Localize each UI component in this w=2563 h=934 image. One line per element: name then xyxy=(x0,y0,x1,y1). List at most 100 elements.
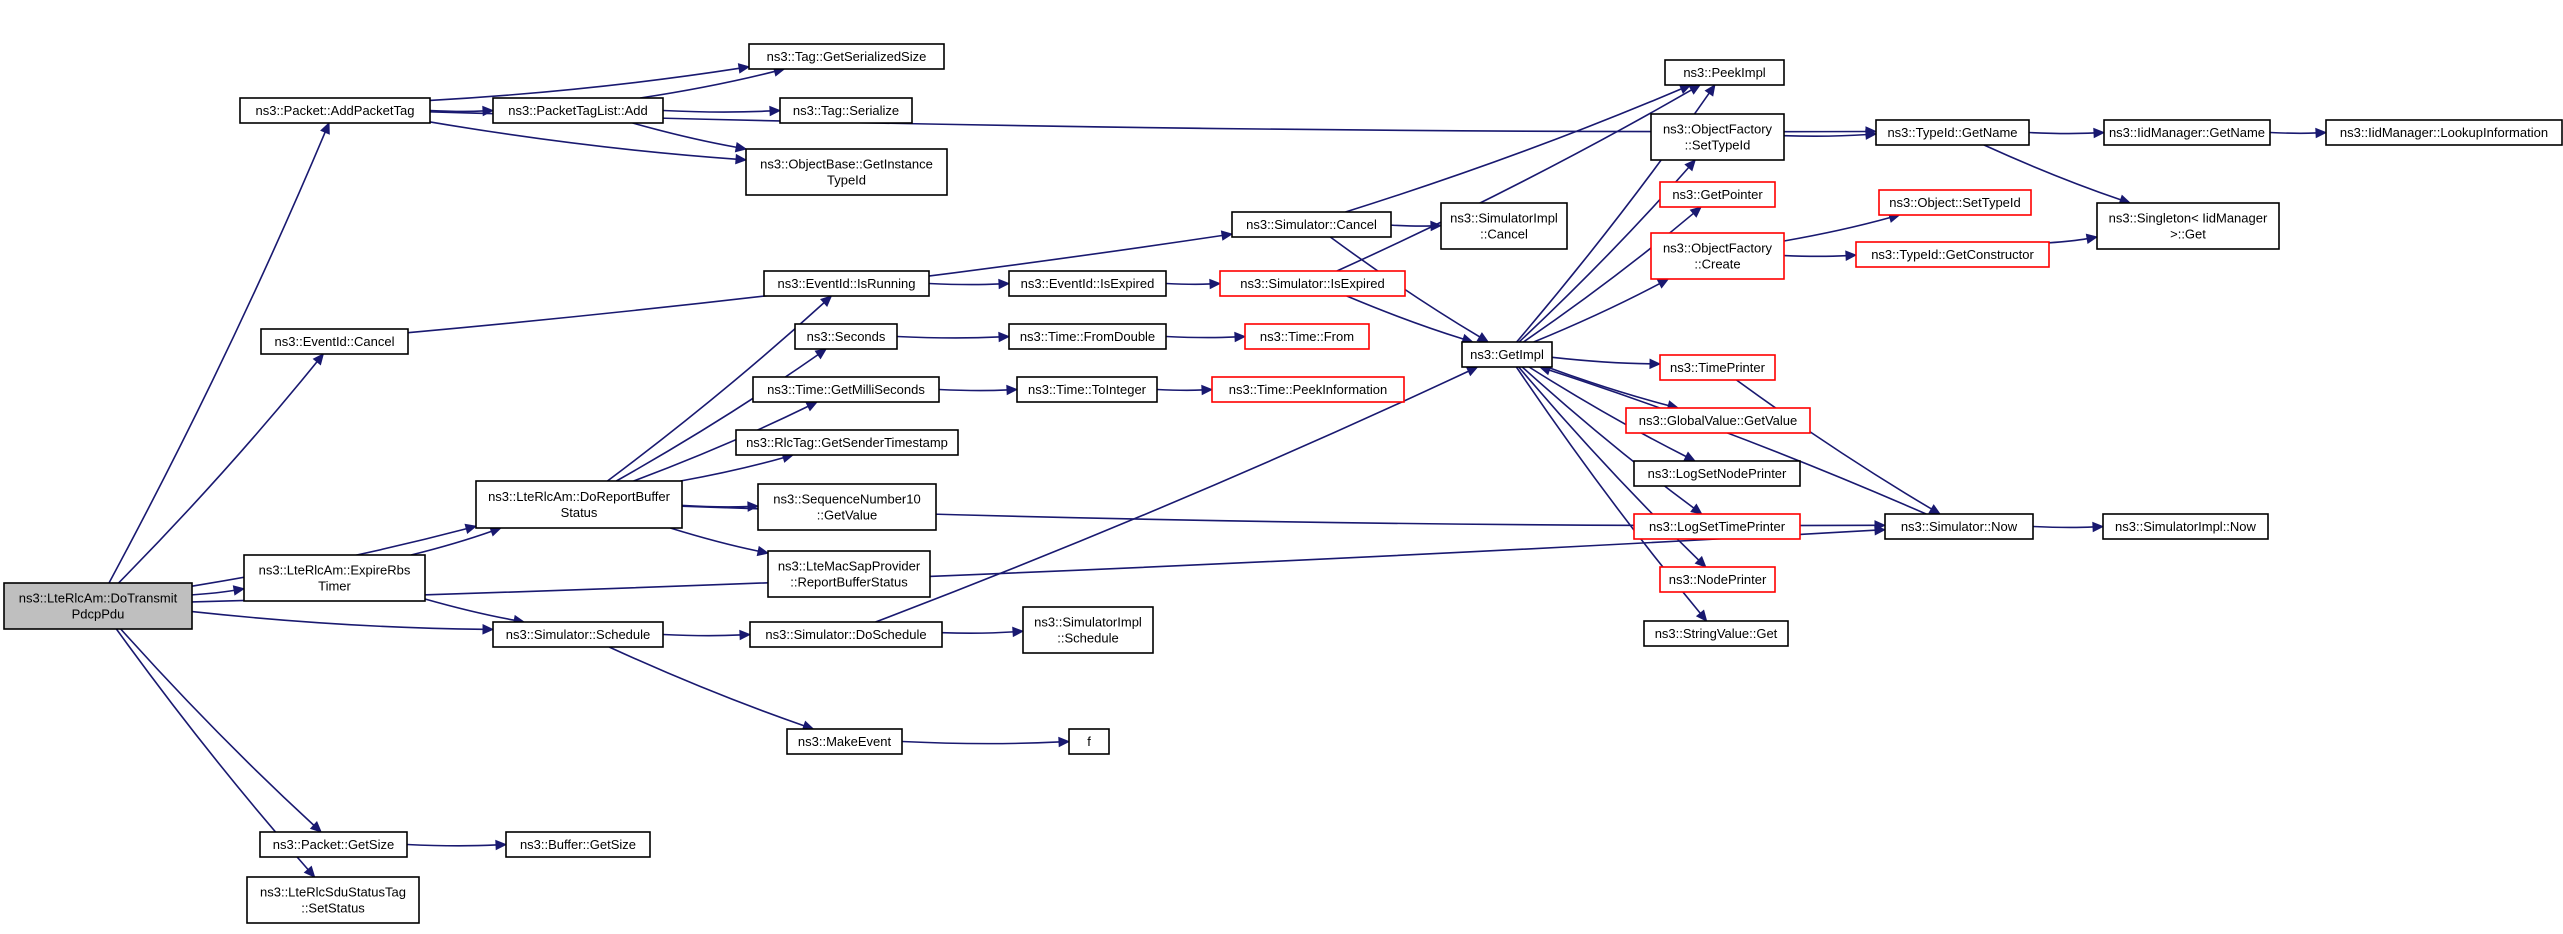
arrowhead xyxy=(1690,503,1703,515)
edge-line xyxy=(640,70,775,99)
arrowhead xyxy=(1234,331,1247,343)
node-ns3-object-settypeid[interactable]: ns3::Object::SetTypeId xyxy=(1878,189,2032,216)
node-ns3-time-peekinformation[interactable]: ns3::Time::PeekInformation xyxy=(1211,376,1405,403)
edge-getImpl-to-globalValue xyxy=(1546,366,1680,411)
node-ns3-buffer-getsize[interactable]: ns3::Buffer::GetSize xyxy=(505,831,651,858)
node-ns3-tag-serialize[interactable]: ns3::Tag::Serialize xyxy=(779,97,913,124)
node-label: ns3::Time::From xyxy=(1260,329,1354,344)
edge-root-to-simNow xyxy=(191,524,1887,603)
node-ns3-iidmanager-lookupinformation[interactable]: ns3::IidManager::LookupInformation xyxy=(2325,119,2563,146)
edge-line xyxy=(410,530,492,556)
node-ns3-sequencenumber10-getvalue[interactable]: ns3::SequenceNumber10::GetValue xyxy=(757,483,937,531)
node-box xyxy=(1633,460,1801,487)
node-ns3-logsetnodeprinter[interactable]: ns3::LogSetNodePrinter xyxy=(1633,460,1801,487)
node-label: ns3::Tag::GetSerializedSize xyxy=(767,49,927,64)
node-ns3-logsettimeprinter[interactable]: ns3::LogSetTimePrinter xyxy=(1633,513,1801,540)
edge-line xyxy=(1549,369,1927,515)
node-ns3-stringvalue-get[interactable]: ns3::StringValue::Get xyxy=(1643,620,1789,647)
node-box xyxy=(748,43,945,70)
node-ns3-globalvalue-getvalue[interactable]: ns3::GlobalValue::GetValue xyxy=(1625,407,1811,434)
node-label: Status xyxy=(561,505,598,520)
node-ns3-eventid-isrunning[interactable]: ns3::EventId::IsRunning xyxy=(763,270,930,297)
node-ns3-packet-getsize[interactable]: ns3::Packet::GetSize xyxy=(259,831,408,858)
node-ns3-simulator-doschedule[interactable]: ns3::Simulator::DoSchedule xyxy=(749,621,943,648)
node-label: ns3::Packet::AddPacketTag xyxy=(256,103,415,118)
arrowhead xyxy=(735,153,748,165)
node-ns3-time-from[interactable]: ns3::Time::From xyxy=(1244,323,1370,350)
node-ns3-time-tointeger[interactable]: ns3::Time::ToInteger xyxy=(1016,376,1158,403)
edge-doReportBuffer-to-rlcTag xyxy=(680,452,795,482)
arrowhead xyxy=(1201,384,1214,396)
edge-line xyxy=(117,361,318,584)
node-ns3-getpointer[interactable]: ns3::GetPointer xyxy=(1659,181,1776,208)
node-ns3-simulatorimpl-now[interactable]: ns3::SimulatorImpl::Now xyxy=(2102,513,2269,540)
node-box xyxy=(1855,241,2050,268)
node-ns3-timeprinter[interactable]: ns3::TimePrinter xyxy=(1659,354,1776,381)
edge-simCancel-to-simImplCancel xyxy=(1390,220,1443,232)
node-label: Timer xyxy=(318,579,351,594)
edge-line xyxy=(662,633,741,637)
node-ns3-time-getmilliseconds[interactable]: ns3::Time::GetMilliSeconds xyxy=(752,376,940,403)
node-label: ns3::StringValue::Get xyxy=(1655,626,1778,641)
node-ns3-typeid-getconstructor[interactable]: ns3::TypeId::GetConstructor xyxy=(1855,241,2050,268)
edge-makeEvent-to-f xyxy=(901,736,1071,748)
arrowhead xyxy=(309,821,323,833)
node-ns3-peekimpl[interactable]: ns3::PeekImpl xyxy=(1664,59,1785,86)
node-ns3-seconds[interactable]: ns3::Seconds xyxy=(794,323,898,350)
node-ns3-iidmanager-getname[interactable]: ns3::IidManager::GetName xyxy=(2103,119,2271,146)
node-ns3-singleton-iidmanager-get[interactable]: ns3::Singleton< IidManager>::Get xyxy=(2096,202,2280,250)
arrowhead xyxy=(1928,504,1942,515)
node-ns3-packettaglist-add[interactable]: ns3::PacketTagList::Add xyxy=(492,97,664,124)
node-label: ns3::PeekImpl xyxy=(1683,65,1765,80)
node-f[interactable]: f xyxy=(1068,728,1110,755)
node-ns3-simulator-schedule[interactable]: ns3::Simulator::Schedule xyxy=(492,621,664,648)
node-ns3-tag-getserializedsize[interactable]: ns3::Tag::GetSerializedSize xyxy=(748,43,945,70)
node-ns3-packet-addpackettag[interactable]: ns3::Packet::AddPacketTag xyxy=(239,97,431,124)
edge-line xyxy=(2028,131,2095,135)
node-ns3-makeevent[interactable]: ns3::MakeEvent xyxy=(786,728,903,755)
node-ns3-simulator-cancel[interactable]: ns3::Simulator::Cancel xyxy=(1231,211,1392,238)
arrowhead xyxy=(1649,358,1662,370)
edge-line xyxy=(2269,131,2317,135)
edge-line xyxy=(1346,295,1464,340)
node-ns3-simulator-isexpired[interactable]: ns3::Simulator::IsExpired xyxy=(1219,270,1406,297)
arrowhead xyxy=(747,501,760,512)
arrowhead xyxy=(1430,220,1443,232)
node-ns3-simulatorimpl-schedule[interactable]: ns3::SimulatorImpl::Schedule xyxy=(1022,606,1154,654)
edge-packetGetSize-to-bufferGetSize xyxy=(406,839,508,851)
node-label: ::Create xyxy=(1694,257,1740,272)
node-ns3-time-fromdouble[interactable]: ns3::Time::FromDouble xyxy=(1008,323,1167,350)
node-box xyxy=(492,97,664,124)
node-ns3-typeid-getname[interactable]: ns3::TypeId::GetName xyxy=(1875,119,2030,146)
node-label: ns3::Packet::GetSize xyxy=(273,837,394,852)
node-ns3-ltemacsapprovider-reportbufferstatus[interactable]: ns3::LteMacSapProvider::ReportBufferStat… xyxy=(767,550,931,598)
node-ns3-lterlcsdustatustag-setstatus[interactable]: ns3::LteRlcSduStatusTag::SetStatus xyxy=(246,876,420,924)
edge-line xyxy=(424,598,515,621)
node-ns3-eventid-isexpired[interactable]: ns3::EventId::IsExpired xyxy=(1008,270,1167,297)
edge-timePrinter-to-simNow xyxy=(1736,379,1942,515)
node-ns3-simulatorimpl-cancel[interactable]: ns3::SimulatorImpl::Cancel xyxy=(1440,202,1568,250)
node-label: ::SetStatus xyxy=(301,901,365,916)
edge-typeIdGetName-to-singleton xyxy=(1983,144,2132,205)
arrowhead xyxy=(1689,206,1702,218)
arrowhead xyxy=(1694,555,1707,568)
arrowhead xyxy=(1058,736,1071,748)
node-ns3-eventid-cancel[interactable]: ns3::EventId::Cancel xyxy=(260,328,409,355)
arrowhead xyxy=(998,278,1011,290)
edge-getImpl-to-getPointer xyxy=(1522,206,1702,343)
node-ns3-rlctag-getsendertimestamp[interactable]: ns3::RlcTag::GetSenderTimestamp xyxy=(735,429,959,456)
edge-line xyxy=(941,631,1014,634)
node-ns3-objectfactory-create[interactable]: ns3::ObjectFactory::Create xyxy=(1650,232,1785,280)
node-ns3-nodeprinter[interactable]: ns3::NodePrinter xyxy=(1659,566,1776,593)
edge-addPacketTag-to-tagListAdd xyxy=(429,105,495,117)
edge-line xyxy=(901,740,1060,745)
node-ns3-getimpl[interactable]: ns3::GetImpl xyxy=(1461,341,1553,368)
node-ns3-simulator-now[interactable]: ns3::Simulator::Now xyxy=(1884,513,2034,540)
node-box xyxy=(260,328,409,355)
node-ns3-objectfactory-settypeid[interactable]: ns3::ObjectFactory::SetTypeId xyxy=(1650,113,1785,161)
arrowhead xyxy=(495,839,508,851)
